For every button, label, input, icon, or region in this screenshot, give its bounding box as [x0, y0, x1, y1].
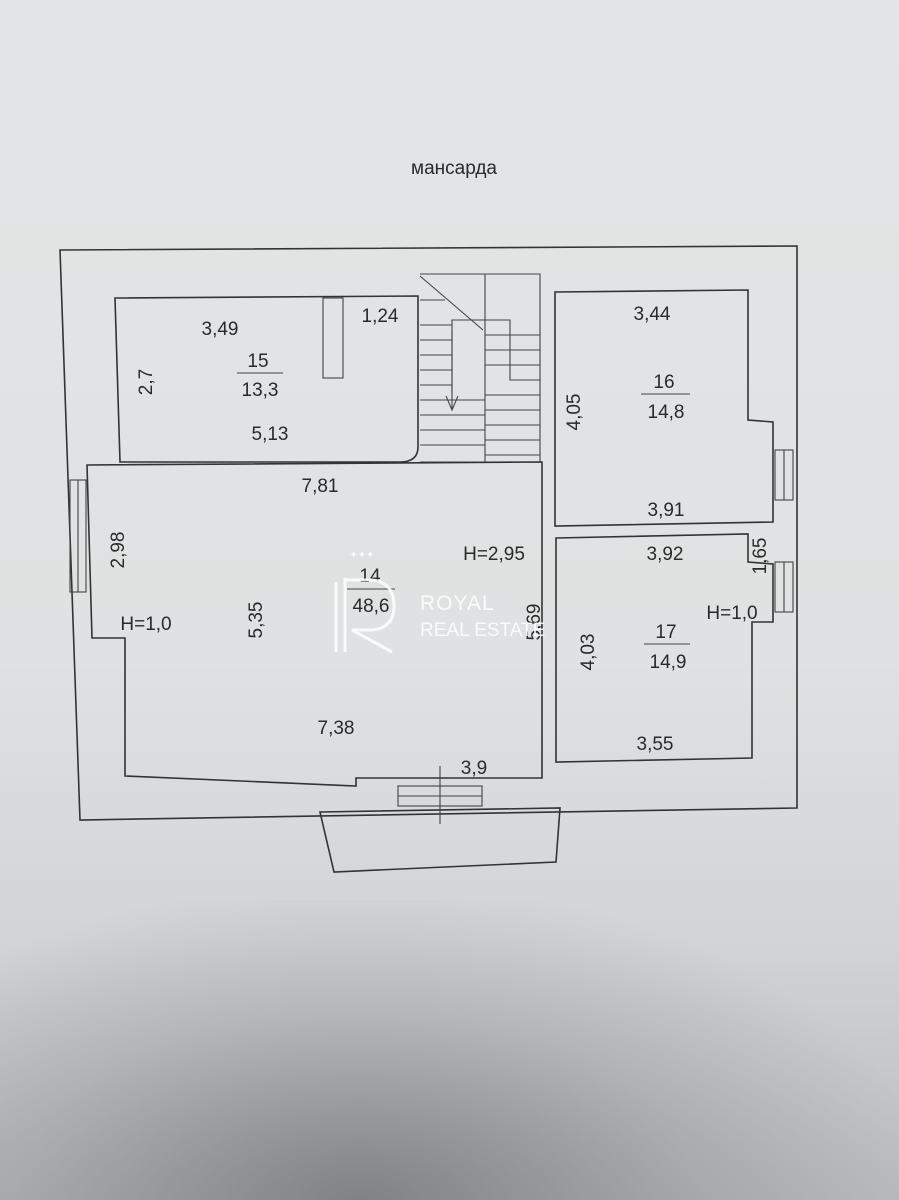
- dim-r17-left: 4,03: [578, 634, 599, 671]
- height-center: H=2,95: [463, 544, 525, 565]
- dim-r14-left-upper: 2,98: [108, 532, 129, 569]
- dim-r15-top: 3,49: [202, 319, 239, 340]
- watermark-real-estate: REAL ESTATE: [420, 620, 545, 641]
- window-left: [69, 479, 87, 593]
- window-right-upper: [774, 449, 794, 501]
- dim-r14-left: 5,35: [246, 602, 267, 639]
- window-bottom: [397, 766, 483, 824]
- dim-r16-left: 4,05: [564, 394, 585, 431]
- dim-r17-top: 3,92: [647, 544, 684, 565]
- room-15-area: 13,3: [242, 380, 279, 401]
- room-16-number: 16: [653, 372, 674, 393]
- room-17-area: 14,9: [650, 652, 687, 673]
- watermark-logo: ✦✦✦ ROYAL REAL ESTATE: [334, 550, 545, 654]
- dim-r14-bottom-right: 3,9: [461, 758, 487, 779]
- room-17-outline: [555, 533, 774, 763]
- window-right-lower: [774, 561, 794, 613]
- height-right: H=1,0: [706, 603, 757, 624]
- room-14-number: 14: [359, 566, 381, 587]
- plan-title: мансарда: [411, 158, 497, 179]
- dim-r14-bottom: 7,38: [318, 718, 355, 739]
- staircase: [419, 273, 541, 463]
- dim-r15-bottom: 5,13: [252, 424, 289, 445]
- room-15-outline: [114, 295, 419, 463]
- dim-r16-top: 3,44: [634, 304, 671, 325]
- height-left: H=1,0: [120, 614, 171, 635]
- room-16-area: 14,8: [648, 402, 685, 423]
- dim-r14-right: 5,69: [524, 604, 545, 641]
- dim-r14-top: 7,81: [302, 476, 339, 497]
- dim-r16-bottom: 3,91: [648, 500, 685, 521]
- room-17-number: 17: [655, 622, 676, 643]
- balcony: [318, 807, 561, 873]
- room-14-outline: [86, 461, 543, 787]
- room-16-outline: [554, 289, 774, 527]
- dim-r15-top-right: 1,24: [362, 306, 399, 327]
- dim-r15-left: 2,7: [136, 369, 157, 395]
- dim-r17-right: 1,65: [750, 538, 771, 575]
- room-15-column: [322, 297, 344, 379]
- watermark-stars: ✦✦✦: [349, 550, 374, 561]
- phone-shadow: [0, 900, 899, 1200]
- watermark-royal: ROYAL: [420, 592, 495, 615]
- watermark-r-icon: [334, 578, 396, 654]
- room-15-number: 15: [247, 351, 268, 372]
- dim-r17-bottom: 3,55: [637, 734, 674, 755]
- room-14-area: 48,6: [353, 596, 390, 617]
- outer-wall: [59, 245, 798, 821]
